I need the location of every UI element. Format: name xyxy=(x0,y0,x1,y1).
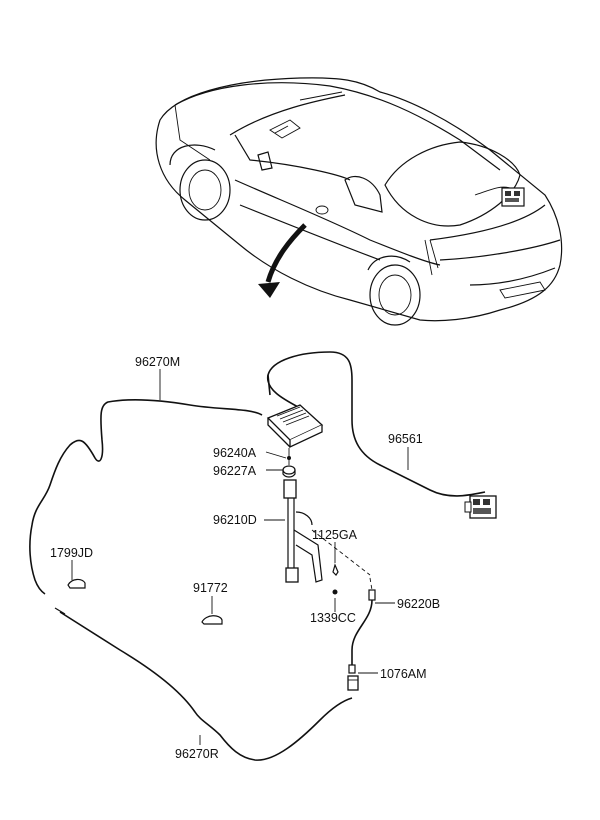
clip-91772 xyxy=(201,615,223,625)
cable-96220B xyxy=(348,577,376,674)
label-96270M: 96270M xyxy=(135,355,180,369)
pointer-arrow xyxy=(258,223,307,298)
label-1799JD: 1799JD xyxy=(50,546,93,560)
washer-96240A xyxy=(287,456,291,460)
connector-96561 xyxy=(464,495,497,519)
clip-1799JD xyxy=(67,578,86,589)
label-96210D: 96210D xyxy=(213,513,257,527)
label-96240A: 96240A xyxy=(213,446,257,460)
connector-1076AM xyxy=(347,675,359,691)
rear-module-in-car xyxy=(501,187,525,207)
label-96270R: 96270R xyxy=(175,747,219,761)
label-96561: 96561 xyxy=(388,432,423,446)
leader-lines xyxy=(159,369,409,745)
label-91772: 91772 xyxy=(193,581,228,595)
label-96227A: 96227A xyxy=(213,464,257,478)
cable-96270R xyxy=(54,607,353,761)
nut-96227A xyxy=(282,465,296,478)
car-illustration xyxy=(155,77,563,326)
bolt-1339CC xyxy=(332,589,338,595)
label-96220B: 96220B xyxy=(397,597,440,611)
label-1339CC: 1339CC xyxy=(310,611,356,625)
cable-96561 xyxy=(267,351,497,519)
cable-96270M xyxy=(29,399,263,595)
radio-unit-96240A xyxy=(266,404,324,449)
rear-wheel xyxy=(367,255,421,326)
part-labels: 96270M 96561 96240A 96227A 96210D 1125GA… xyxy=(50,355,440,761)
label-1076AM: 1076AM xyxy=(380,667,427,681)
front-wheel xyxy=(169,144,231,221)
antenna-assembly-96210D xyxy=(283,479,371,583)
screw-1125GA xyxy=(332,563,339,576)
label-1125GA: 1125GA xyxy=(312,528,358,542)
